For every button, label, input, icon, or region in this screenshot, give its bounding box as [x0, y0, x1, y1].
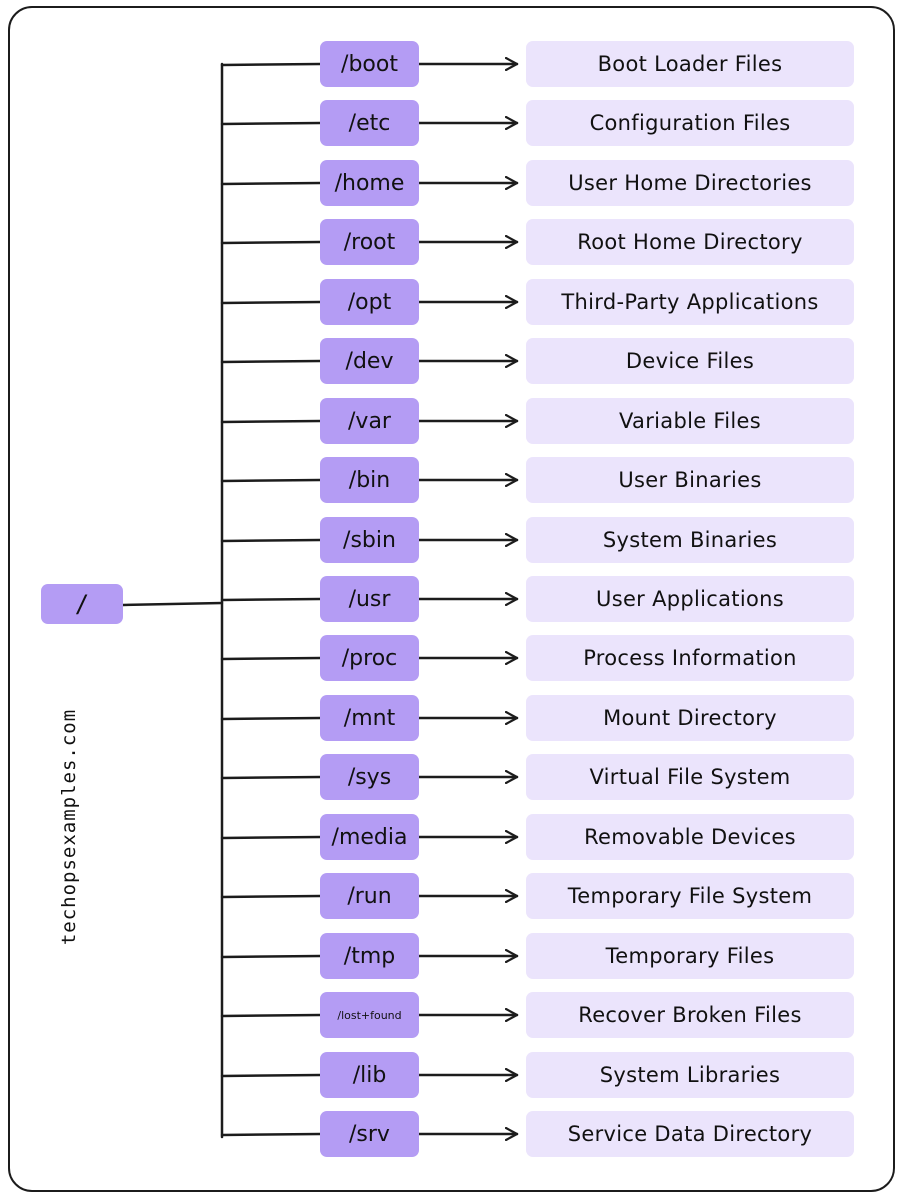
directory-node-proc: /proc — [320, 635, 419, 681]
description-node-var: Variable Files — [526, 398, 854, 444]
description-node-sbin: System Binaries — [526, 517, 854, 563]
description-node-srv: Service Data Directory — [526, 1111, 854, 1157]
directory-node-mnt: /mnt — [320, 695, 419, 741]
directory-node-usr: /usr — [320, 576, 419, 622]
branch-line — [220, 716, 322, 721]
branch-line — [220, 62, 322, 67]
directory-node-media: /media — [320, 814, 419, 860]
branch-line — [220, 1132, 322, 1137]
directory-node-root: /root — [320, 219, 419, 265]
branch-line — [220, 775, 322, 780]
description-node-mnt: Mount Directory — [526, 695, 854, 741]
description-node-run: Temporary File System — [526, 873, 854, 919]
branch-line — [220, 181, 322, 186]
branch-line — [220, 538, 322, 543]
branch-line — [220, 240, 322, 245]
directory-node-lib: /lib — [320, 1052, 419, 1098]
branch-line — [220, 597, 322, 602]
description-node-root: Root Home Directory — [526, 219, 854, 265]
root-directory-node: / — [41, 584, 123, 624]
branch-line — [220, 359, 322, 364]
branch-line — [220, 1013, 322, 1018]
directory-node-sbin: /sbin — [320, 517, 419, 563]
description-node-bin: User Binaries — [526, 457, 854, 503]
directory-node-tmp: /tmp — [320, 933, 419, 979]
description-node-dev: Device Files — [526, 338, 854, 384]
branch-line — [220, 656, 322, 661]
directory-node-etc: /etc — [320, 100, 419, 146]
directory-node-dev: /dev — [320, 338, 419, 384]
description-node-lib: System Libraries — [526, 1052, 854, 1098]
branch-line — [220, 894, 322, 899]
directory-node-home: /home — [320, 160, 419, 206]
watermark-text: techopsexamples.com — [58, 708, 80, 946]
branch-line — [220, 300, 322, 305]
directory-node-srv: /srv — [320, 1111, 419, 1157]
description-node-lostfound: Recover Broken Files — [526, 992, 854, 1038]
branch-line — [220, 121, 322, 126]
description-node-etc: Configuration Files — [526, 100, 854, 146]
branch-line — [220, 1073, 322, 1078]
branch-line — [220, 419, 322, 424]
description-node-usr: User Applications — [526, 576, 854, 622]
directory-node-opt: /opt — [320, 279, 419, 325]
description-node-opt: Third-Party Applications — [526, 279, 854, 325]
branch-line — [220, 478, 322, 483]
description-node-home: User Home Directories — [526, 160, 854, 206]
branch-line — [220, 835, 322, 840]
directory-node-boot: /boot — [320, 41, 419, 87]
root-connector-line — [121, 601, 224, 607]
directory-node-sys: /sys — [320, 754, 419, 800]
description-node-boot: Boot Loader Files — [526, 41, 854, 87]
description-node-proc: Process Information — [526, 635, 854, 681]
directory-node-lostfound: /lost+found — [320, 992, 419, 1038]
branch-line — [220, 954, 322, 959]
directory-node-bin: /bin — [320, 457, 419, 503]
description-node-sys: Virtual File System — [526, 754, 854, 800]
description-node-media: Removable Devices — [526, 814, 854, 860]
directory-node-var: /var — [320, 398, 419, 444]
directory-node-run: /run — [320, 873, 419, 919]
description-node-tmp: Temporary Files — [526, 933, 854, 979]
